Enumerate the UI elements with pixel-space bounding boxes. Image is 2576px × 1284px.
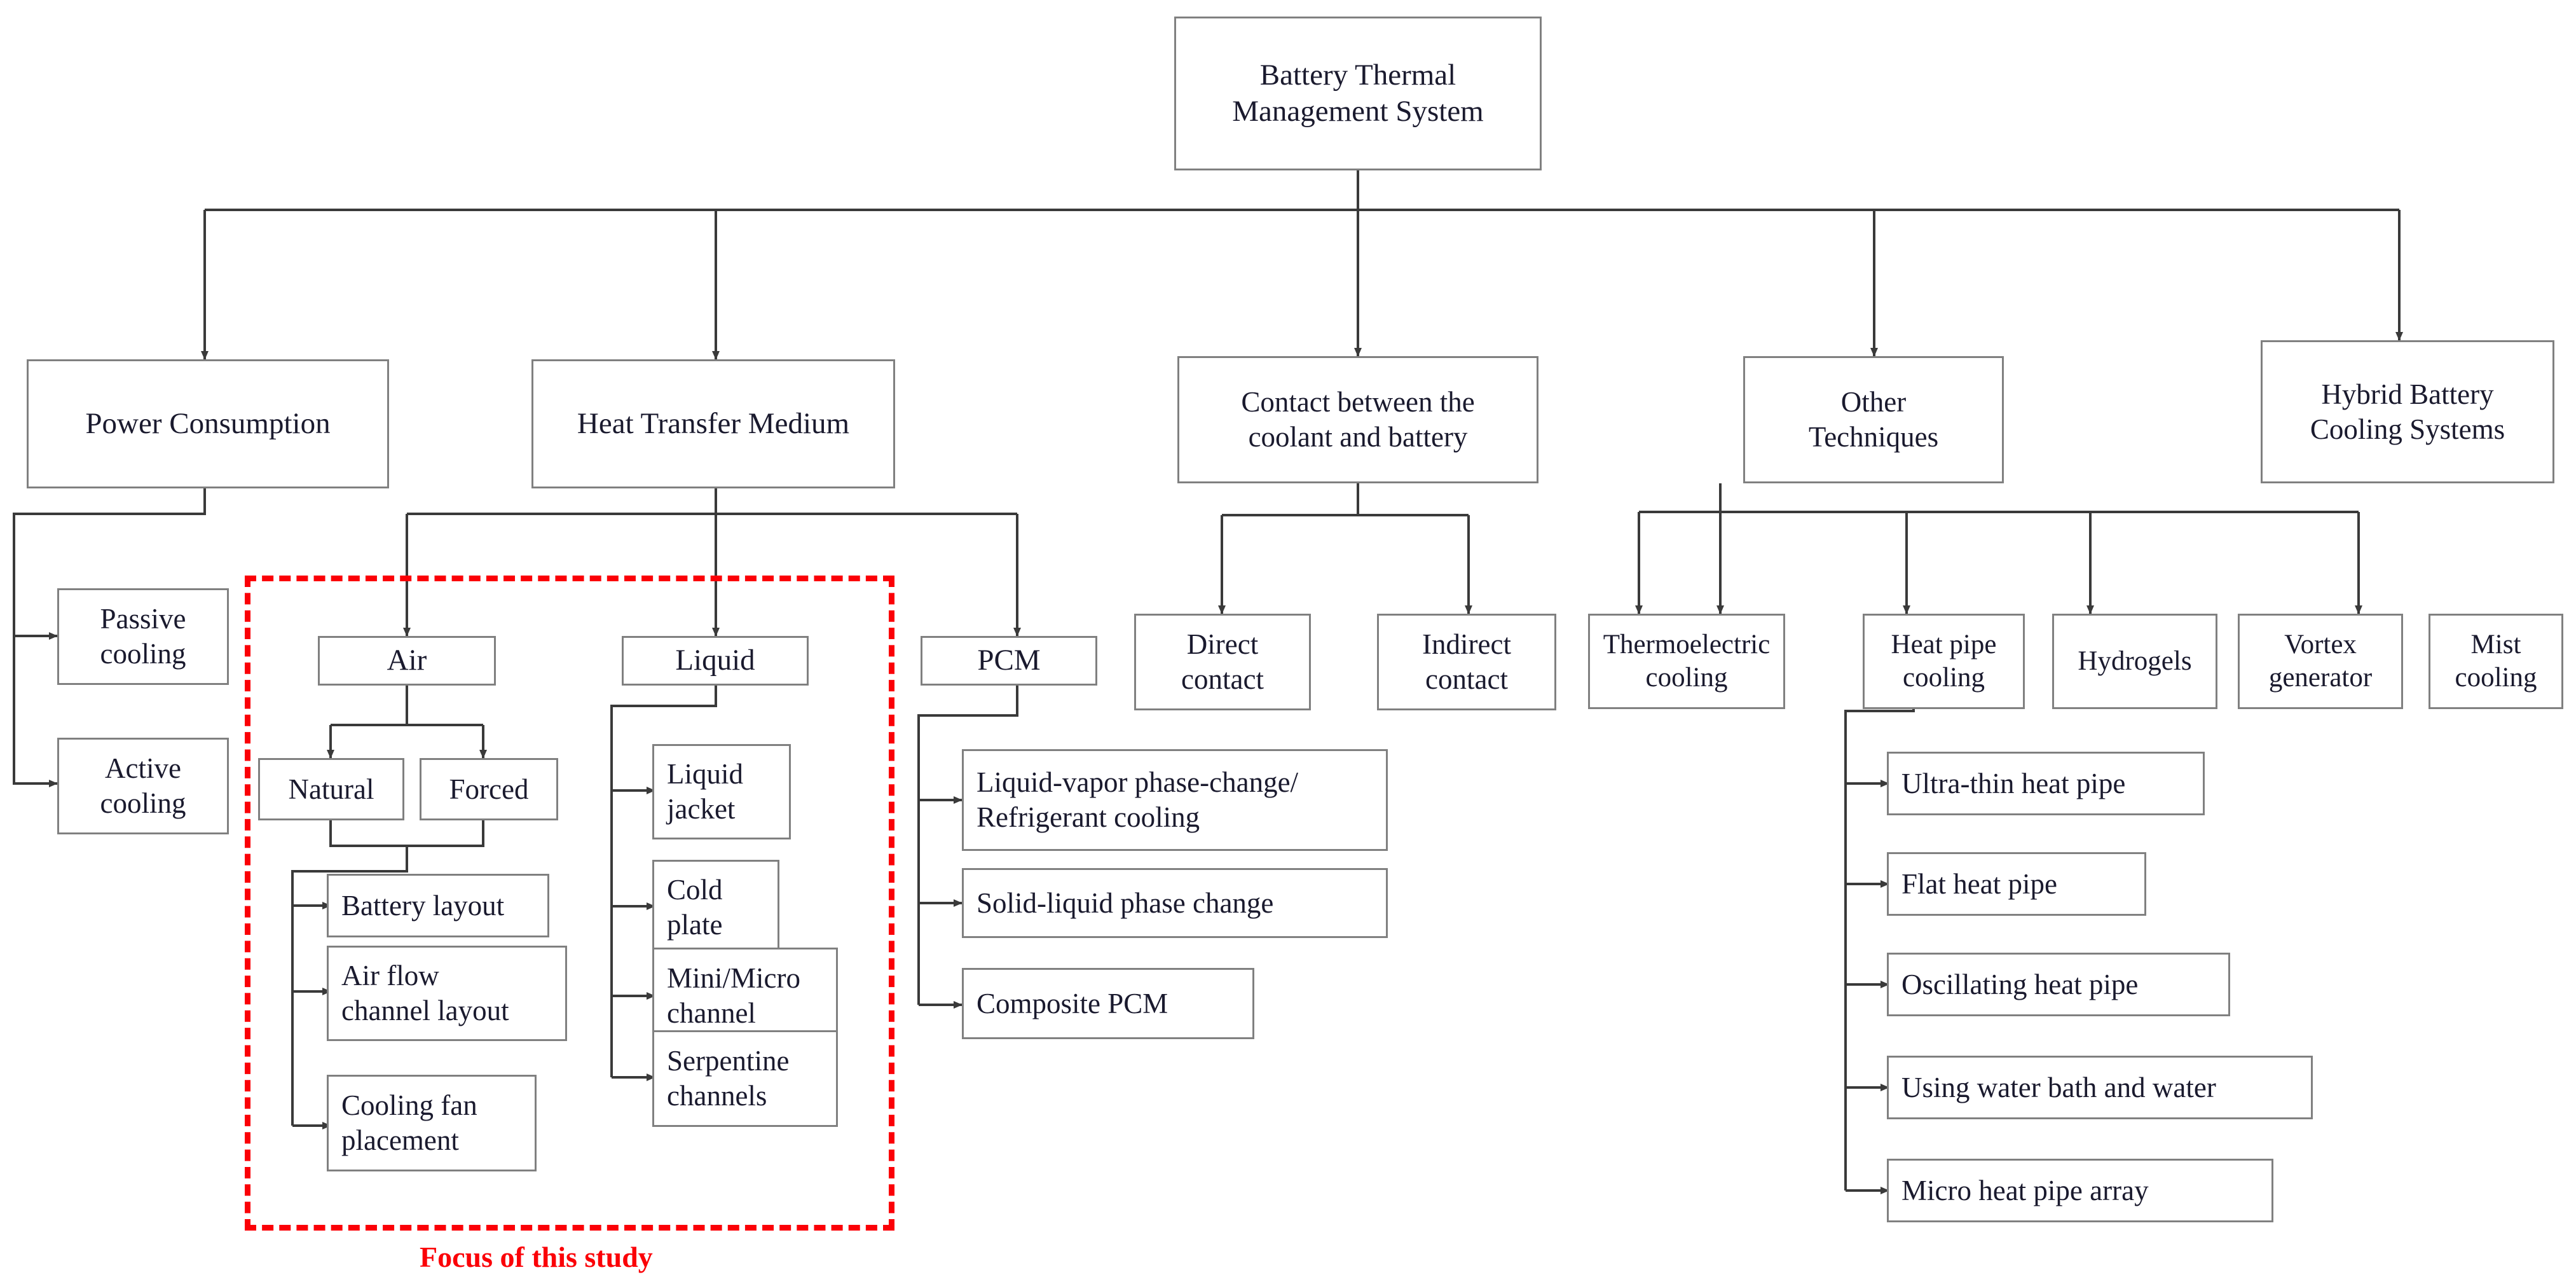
node-using-water-bath-and-water[interactable]: Using water bath and water (1887, 1056, 2313, 1119)
node-liquid[interactable]: Liquid (622, 636, 809, 686)
node-oscillating-heat-pipe[interactable]: Oscillating heat pipe (1887, 953, 2230, 1016)
node-contact-between-coolant-and-battery[interactable]: Contact between the coolant and battery (1177, 356, 1538, 483)
node-micro-heat-pipe-array[interactable]: Micro heat pipe array (1887, 1159, 2273, 1222)
node-ultra-thin-heat-pipe[interactable]: Ultra-thin heat pipe (1887, 752, 2205, 815)
node-hybrid-battery-cooling-systems[interactable]: Hybrid Battery Cooling Systems (2261, 340, 2554, 483)
node-hydrogels[interactable]: Hydrogels (2052, 614, 2217, 709)
node-composite-pcm[interactable]: Composite PCM (962, 968, 1254, 1039)
node-heat-pipe-cooling[interactable]: Heat pipe cooling (1863, 614, 2025, 709)
node-active-cooling[interactable]: Active cooling (57, 738, 229, 834)
node-vortex-generator[interactable]: Vortex generator (2238, 614, 2403, 709)
focus-of-study-caption: Focus of this study (420, 1241, 653, 1273)
node-forced[interactable]: Forced (420, 758, 558, 820)
node-power-consumption[interactable]: Power Consumption (27, 359, 389, 488)
focus-of-study-frame (245, 576, 894, 1231)
node-direct-contact[interactable]: Direct contact (1134, 614, 1311, 710)
node-cold-plate[interactable]: Cold plate (652, 860, 779, 955)
node-pcm[interactable]: PCM (921, 636, 1097, 686)
node-air[interactable]: Air (318, 636, 496, 686)
node-thermoelectric-cooling[interactable]: Thermoelectric cooling (1588, 614, 1785, 709)
node-cooling-fan-placement[interactable]: Cooling fan placement (327, 1075, 537, 1171)
node-serpentine-channels[interactable]: Serpentine channels (652, 1030, 838, 1127)
node-indirect-contact[interactable]: Indirect contact (1377, 614, 1556, 710)
node-battery-layout[interactable]: Battery layout (327, 874, 549, 937)
node-mini-micro-channel[interactable]: Mini/Micro channel (652, 948, 838, 1044)
node-liquid-jacket[interactable]: Liquid jacket (652, 744, 791, 839)
node-flat-heat-pipe[interactable]: Flat heat pipe (1887, 852, 2146, 916)
node-other-techniques[interactable]: Other Techniques (1743, 356, 2004, 483)
node-air-flow-channel-layout[interactable]: Air flow channel layout (327, 946, 567, 1041)
node-natural[interactable]: Natural (258, 758, 404, 820)
node-root-battery-thermal-management-system[interactable]: Battery Thermal Management System (1174, 17, 1542, 170)
node-passive-cooling[interactable]: Passive cooling (57, 588, 229, 685)
node-liquid-vapor-phase-change-refrigerant-cooling[interactable]: Liquid-vapor phase-change/ Refrigerant c… (962, 749, 1388, 851)
node-mist-cooling[interactable]: Mist cooling (2429, 614, 2563, 709)
node-heat-transfer-medium[interactable]: Heat Transfer Medium (531, 359, 895, 488)
node-solid-liquid-phase-change[interactable]: Solid-liquid phase change (962, 868, 1388, 938)
